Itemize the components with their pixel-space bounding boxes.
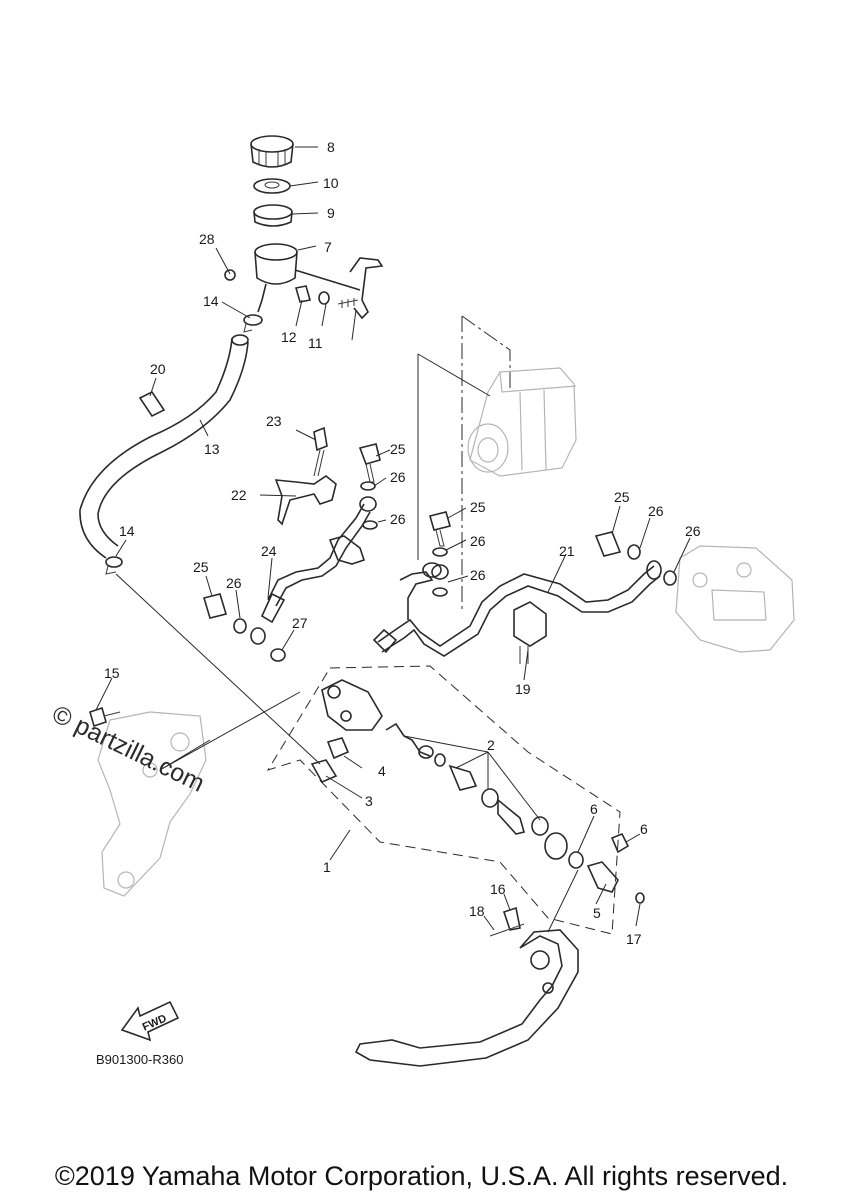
brake-hose-long <box>372 560 662 657</box>
cotter-pin <box>635 892 645 904</box>
o-ring-mc <box>310 759 338 784</box>
master-cylinder-kit <box>385 722 568 860</box>
diaphragm-plate <box>253 178 291 194</box>
callout-26g: 26 <box>226 575 242 591</box>
master-cylinder-body <box>321 679 383 731</box>
callout-3: 3 <box>365 793 373 809</box>
brake-pedal <box>354 929 579 1067</box>
abs-sensor <box>513 601 547 664</box>
callout-26a: 26 <box>390 469 406 485</box>
callout-25d: 25 <box>193 559 209 575</box>
callout-2: 2 <box>487 737 495 753</box>
fwd-label: FWD <box>141 1012 169 1033</box>
hose-clip <box>138 390 166 418</box>
hose-clamp-lower <box>105 556 123 575</box>
callout-6b: 6 <box>640 821 648 837</box>
callout-5: 5 <box>593 905 601 921</box>
pin <box>489 906 525 937</box>
gasket-set <box>233 481 677 662</box>
callout-26b: 26 <box>390 511 406 527</box>
bolt-footrest <box>89 706 121 728</box>
bolt-small <box>224 269 236 281</box>
callout-26h: 27 <box>292 615 308 631</box>
callout-15: 15 <box>104 665 120 681</box>
hose-clamp <box>243 314 263 333</box>
footrest-bracket-ghost <box>97 711 207 897</box>
callout-13: 13 <box>204 441 220 457</box>
reservoir-cap <box>250 135 294 168</box>
callout-26c: 26 <box>470 533 486 549</box>
leader-lines <box>95 146 691 933</box>
callout-9: 9 <box>327 205 335 221</box>
master-cylinder-outline <box>266 665 621 935</box>
callout-8: 8 <box>327 139 335 155</box>
callout-17: 17 <box>626 931 642 947</box>
callout-10: 10 <box>323 175 339 191</box>
diaphragm <box>253 204 293 227</box>
brake-hose-short <box>250 503 371 645</box>
callout-14b: 14 <box>119 523 135 539</box>
callout-19: 19 <box>515 681 531 697</box>
callout-20: 20 <box>150 361 166 377</box>
callout-26f: 26 <box>685 523 701 539</box>
union-bolt-d <box>202 593 228 619</box>
reservoir-hose <box>79 334 249 559</box>
abs-hydraulic-unit <box>467 367 577 477</box>
clevis <box>586 861 619 893</box>
callout-18: 18 <box>469 903 485 919</box>
callout-7: 7 <box>324 239 332 255</box>
abs-chain-line <box>417 315 511 612</box>
callout-11: 11 <box>308 335 323 351</box>
callout-26d: 26 <box>470 567 486 583</box>
bolt-guide <box>313 426 328 477</box>
hose-joint-mc <box>326 737 350 760</box>
callout-16: 16 <box>490 881 506 897</box>
callout-21: 21 <box>559 543 575 559</box>
reservoir-bracket <box>349 257 384 320</box>
callout-12: 12 <box>281 329 297 345</box>
hose-joint <box>294 285 312 303</box>
callout-25c: 25 <box>614 489 630 505</box>
callout-23: 23 <box>266 413 282 429</box>
screw <box>337 298 359 308</box>
union-bolt-a <box>358 443 381 483</box>
callout-24: 24 <box>261 543 277 559</box>
union-bolt-c <box>594 531 622 557</box>
drawing-code: B901300-R360 <box>96 1052 183 1067</box>
washer-nut <box>568 832 630 869</box>
callout-25b: 25 <box>470 499 486 515</box>
o-ring <box>318 291 330 305</box>
fwd-arrow-icon: FWD <box>120 1000 180 1042</box>
reservoir-tank <box>254 243 361 313</box>
rear-caliper-ghost <box>675 545 795 653</box>
callout-14a: 14 <box>203 293 219 309</box>
union-bolt-b <box>429 511 451 547</box>
callout-26e: 26 <box>648 503 664 519</box>
callout-6a: 6 <box>590 801 598 817</box>
callout-25a: 25 <box>390 441 406 457</box>
hose-guide-bracket <box>274 475 337 526</box>
callout-22: 22 <box>231 487 247 503</box>
copyright: ©2019 Yamaha Motor Corporation, U.S.A. A… <box>54 1161 789 1191</box>
callout-27: 28 <box>199 231 215 247</box>
callout-1: 1 <box>323 859 331 875</box>
callout-4: 4 <box>378 763 386 779</box>
callout-labels: 1 2 3 4 5 6 6 7 8 9 10 11 12 13 14 14 15… <box>104 139 701 947</box>
